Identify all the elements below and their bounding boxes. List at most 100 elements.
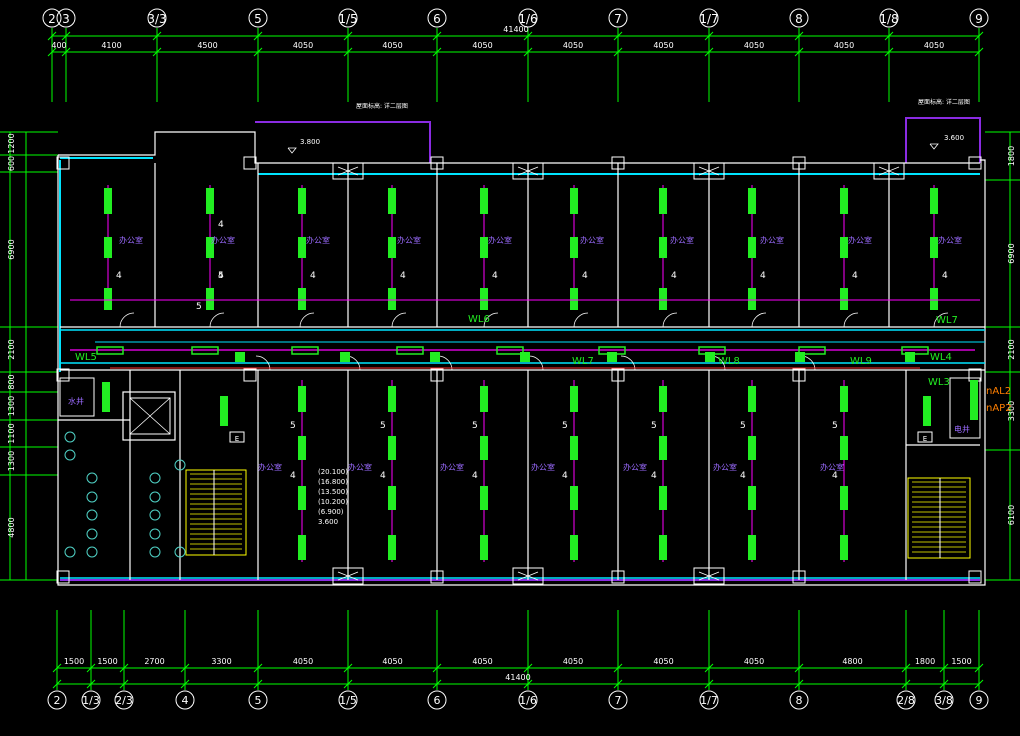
office-lamp <box>480 386 488 412</box>
dim-tick <box>52 679 62 689</box>
dim-tick <box>523 663 533 673</box>
bottom-axis-bubble <box>47 690 67 710</box>
office-lamp <box>930 237 938 258</box>
office-lamp <box>840 535 848 560</box>
office-lamp <box>206 237 214 258</box>
top-axis-bubble <box>56 8 76 28</box>
top-segment-dim: 400 <box>51 41 66 50</box>
room-label: 办公室 <box>713 462 737 472</box>
bottom-segment-dim: 1800 <box>915 657 935 666</box>
lamp-count: 4 <box>582 271 588 281</box>
top-axis-bubble <box>879 8 899 28</box>
toilet-fixture <box>149 509 161 521</box>
core-lamp <box>102 382 110 412</box>
dim-tick <box>180 663 190 673</box>
lamp-count: 4 <box>832 471 838 481</box>
outer-wall <box>57 155 986 586</box>
electric-shaft <box>949 377 981 439</box>
corridor-fluorescent <box>191 346 219 355</box>
dim-tick <box>704 679 714 689</box>
panel-box-label: E <box>235 435 239 443</box>
lamp-count: 4 <box>218 220 224 230</box>
dim-tick <box>343 47 353 57</box>
level-mark: 3.600 <box>944 134 964 142</box>
top-axis-bubble <box>338 8 358 28</box>
office-lamp <box>659 436 667 460</box>
dim-tick <box>704 663 714 673</box>
corridor-downlight <box>705 352 715 362</box>
dim-tick <box>47 47 57 57</box>
lamp-count: 5 <box>651 421 657 431</box>
right-segment-dim: 6900 <box>1007 243 1016 263</box>
bottom-axis-label: 3/8 <box>935 694 953 707</box>
circuit-label: WL5 <box>75 352 97 363</box>
top-segment-dim: 4050 <box>293 41 313 50</box>
structural-column <box>56 368 70 382</box>
bottom-axis-label: 5 <box>255 694 262 707</box>
circuit-label: WL9 <box>850 356 872 367</box>
top-axis-label: 1/8 <box>879 12 898 26</box>
level-stack-item: (6.900) <box>318 508 344 516</box>
toilet-fixture <box>149 472 161 484</box>
level-stack-item: (10.200) <box>318 498 348 506</box>
dim-tick <box>343 31 353 41</box>
left-segment-dim: 1200 <box>7 133 16 153</box>
bottom-total-dim: 41400 <box>505 673 530 682</box>
structural-column <box>611 156 625 170</box>
bottom-segment-dim: 1500 <box>97 657 117 666</box>
toilet-fixture <box>149 491 161 503</box>
toilet-fixture <box>64 546 76 558</box>
riser-cross <box>698 571 720 581</box>
dim-tick <box>180 679 190 689</box>
structural-column <box>56 156 70 170</box>
riser-box <box>332 162 364 180</box>
roof-note: 屋面标高: 详二层图 <box>356 102 408 110</box>
building-walls <box>56 117 986 586</box>
bottom-axis-bubble <box>114 690 134 710</box>
dim-tick <box>704 31 714 41</box>
toilet-fixture <box>174 459 186 471</box>
toilet-fixture <box>86 509 98 521</box>
dim-tick <box>432 679 442 689</box>
dim-tick <box>939 663 949 673</box>
office-lamp <box>298 288 306 310</box>
lamp-count: 4 <box>852 271 858 281</box>
door-swing <box>391 312 407 328</box>
shaft-label-east: 电井 <box>954 424 970 434</box>
door-swing <box>299 312 315 328</box>
riser-box <box>512 162 544 180</box>
bottom-axis-label: 2/8 <box>897 694 915 707</box>
office-lamp <box>104 288 112 310</box>
door-swing <box>933 312 949 328</box>
office-lamp <box>480 288 488 310</box>
left-segment-dim: 1300 <box>7 451 16 471</box>
left-segment-dim: 4800 <box>7 517 16 537</box>
room-label: 办公室 <box>670 235 694 245</box>
dim-tick <box>794 679 804 689</box>
office-lamp <box>840 237 848 258</box>
dim-tick <box>939 679 949 689</box>
office-lamp <box>748 436 756 460</box>
lamp-count: 4 <box>740 471 746 481</box>
lamp-count: 5 <box>380 421 386 431</box>
bottom-axis-bubble <box>934 690 954 710</box>
dim-tick <box>794 31 804 41</box>
room-label: 办公室 <box>938 235 962 245</box>
circuit-label: WL4 <box>930 352 952 363</box>
bottom-axis-bubble <box>896 690 916 710</box>
room-label: 办公室 <box>488 235 512 245</box>
office-lamp <box>206 288 214 310</box>
door-swing <box>573 312 589 328</box>
top-axis-bubble <box>789 8 809 28</box>
lamp-count: 4 <box>310 271 316 281</box>
bottom-axis-bubble <box>699 690 719 710</box>
bottom-axis-label: 7 <box>615 694 622 707</box>
bottom-segment-dim: 4050 <box>653 657 673 666</box>
room-label: 办公室 <box>119 235 143 245</box>
top-axis-bubble <box>248 8 268 28</box>
riser-cross <box>517 571 539 581</box>
bottom-segment-dim: 4050 <box>744 657 764 666</box>
door-swing <box>483 312 499 328</box>
top-axis-label: 6 <box>433 12 441 26</box>
office-lamp <box>388 436 396 460</box>
